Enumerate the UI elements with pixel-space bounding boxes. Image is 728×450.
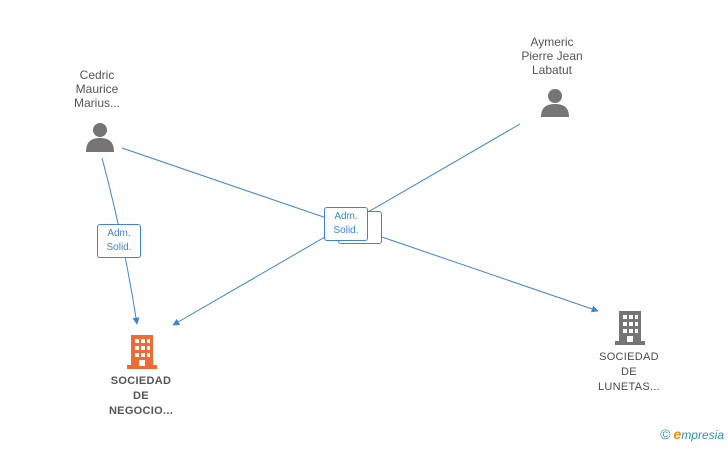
person-label[interactable]: Cedric Maurice Marius... bbox=[73, 68, 120, 110]
brand-initial: e bbox=[673, 426, 682, 442]
company-label[interactable]: SOCIEDAD DE NEGOCIO... bbox=[108, 375, 174, 417]
brand-name: mpresia bbox=[681, 428, 724, 442]
relation-badge[interactable]: Adm. Solid. bbox=[324, 207, 368, 241]
building-icon[interactable] bbox=[615, 311, 645, 345]
person-icon[interactable] bbox=[86, 123, 114, 152]
person-label[interactable]: Aymeric Pierre Jean Labatut bbox=[521, 35, 583, 77]
building-icon[interactable] bbox=[127, 335, 157, 369]
empresia-logo[interactable]: ©empresia bbox=[660, 426, 724, 442]
copyright-symbol: © bbox=[660, 426, 671, 442]
relation-badge[interactable]: Adm. Solid. bbox=[97, 224, 141, 258]
company-label[interactable]: SOCIEDAD DE LUNETAS... bbox=[597, 351, 661, 393]
person-icon[interactable] bbox=[541, 89, 569, 117]
